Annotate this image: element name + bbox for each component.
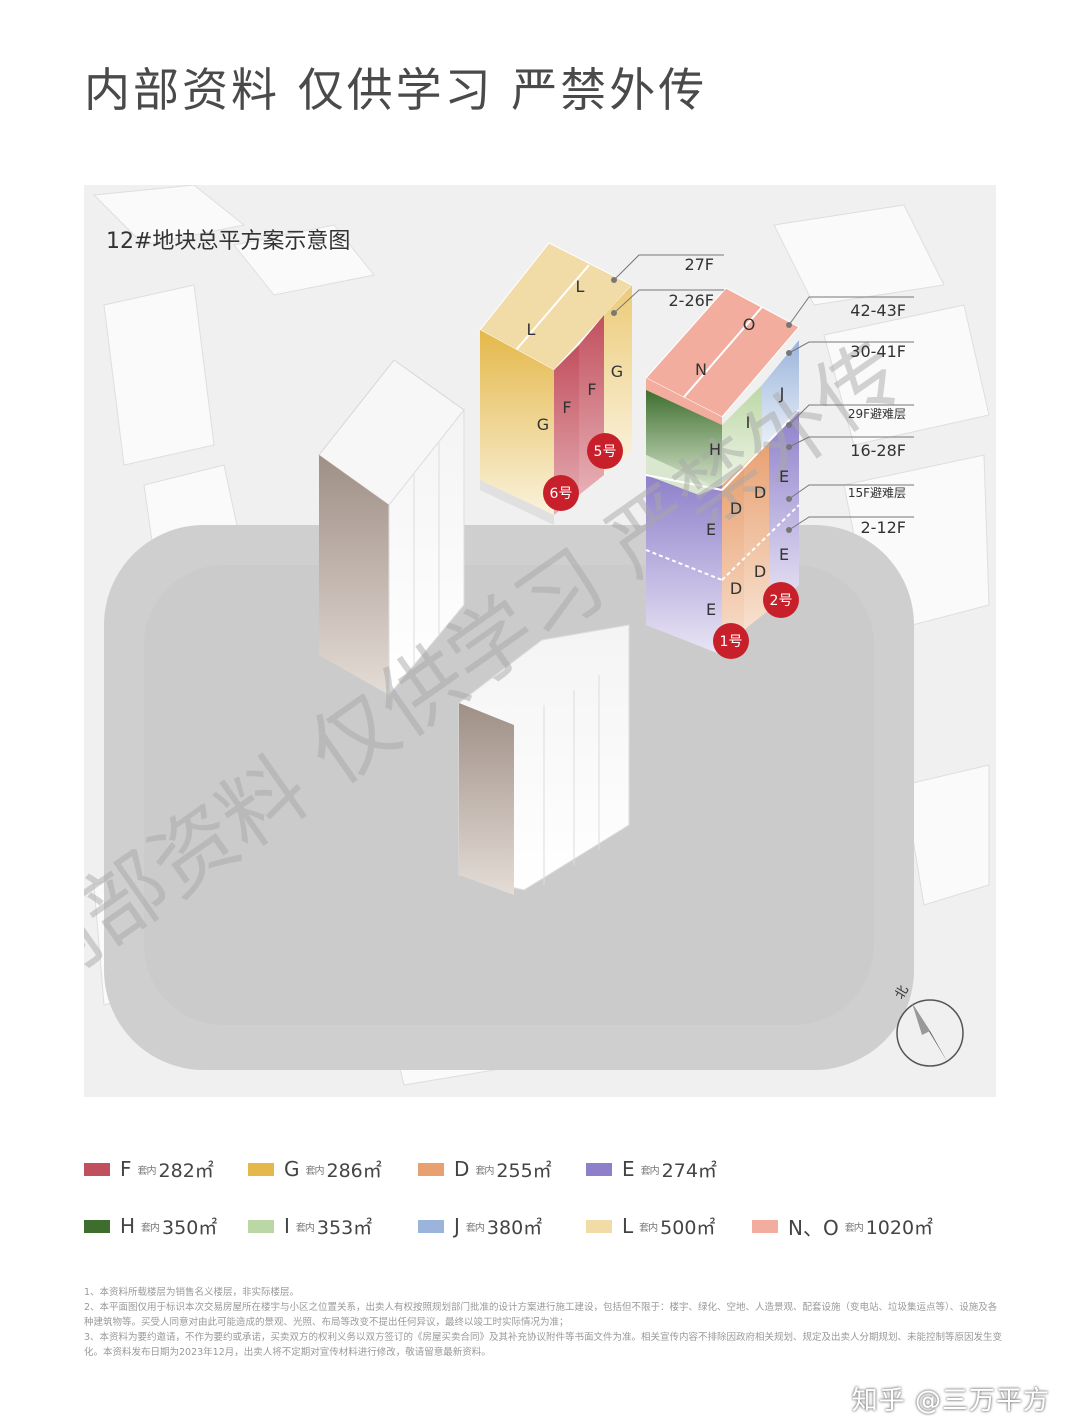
svg-text:5号: 5号 bbox=[594, 444, 617, 460]
floor-label-27F: 27F bbox=[684, 255, 714, 274]
disclaimer-note-1: 1、本资料所载楼层为销售名义楼层，非实际楼层。 bbox=[84, 1287, 300, 1298]
unit-D-upper-left: D bbox=[730, 499, 742, 518]
unit-I: I bbox=[746, 413, 751, 432]
area-icon: 套内 bbox=[640, 1165, 660, 1177]
legend-letter: G bbox=[284, 1157, 300, 1181]
unit-G-left: G bbox=[537, 415, 549, 434]
unit-J: J bbox=[779, 384, 785, 403]
unit-N: N bbox=[695, 360, 707, 379]
unit-E-lower-left: E bbox=[706, 600, 716, 619]
unit-O: O bbox=[743, 315, 756, 334]
legend-item-E: E 套内 274㎡ bbox=[586, 1155, 717, 1183]
unit-H: H bbox=[709, 440, 721, 459]
area-icon: 套内 bbox=[141, 1222, 160, 1234]
floor-label-42-43F: 42-43F bbox=[850, 301, 906, 320]
building-badges: 6号 5号 2号 1号 bbox=[543, 433, 799, 659]
area-icon: 套内 bbox=[137, 1165, 157, 1177]
floor-label-2-12F: 2-12F bbox=[860, 518, 906, 537]
unit-D-lower-left: D bbox=[730, 579, 742, 598]
legend-swatch bbox=[586, 1219, 612, 1233]
legend-swatch bbox=[248, 1162, 274, 1176]
legend-item-L: L 套内 500㎡ bbox=[586, 1212, 715, 1240]
svg-text:1号: 1号 bbox=[720, 634, 743, 650]
legend-letter: I bbox=[284, 1214, 290, 1238]
legend-letter: D bbox=[454, 1157, 470, 1181]
legend-item-I: I 套内 353㎡ bbox=[248, 1212, 372, 1240]
area-icon: 套内 bbox=[295, 1222, 315, 1234]
disclaimer-note-3: 3、本资料为要约邀请，不作为要约或承诺，买卖双方的权利义务以双方签订的《房屋买卖… bbox=[84, 1332, 1003, 1358]
north-compass: 北 bbox=[892, 983, 964, 1067]
legend-area: 1020㎡ bbox=[865, 1216, 934, 1239]
legend-area: 350㎡ bbox=[162, 1216, 218, 1239]
unit-L-right: L bbox=[576, 277, 585, 296]
legend-area: 380㎡ bbox=[486, 1216, 543, 1239]
legend-area: 255㎡ bbox=[496, 1159, 552, 1182]
floor-label-2-26F: 2-26F bbox=[668, 291, 714, 310]
unit-E-upper-left: E bbox=[706, 520, 716, 539]
area-icon: 套内 bbox=[465, 1222, 485, 1234]
building-5-6 bbox=[479, 242, 633, 525]
legend-area: 286㎡ bbox=[326, 1159, 382, 1182]
legend-letter: F bbox=[120, 1157, 132, 1181]
unit-E-lower-right: E bbox=[779, 545, 789, 564]
disclaimer-note-2: 2、本平面图仅用于标识本次交易房屋所在楼宇与小区之位置关系，出卖人有权按照规划部… bbox=[84, 1302, 998, 1328]
disclaimer-notes: 1、本资料所载楼层为销售名义楼层，非实际楼层。 2、本平面图仅用于标识本次交易房… bbox=[84, 1285, 1004, 1360]
legend-item-J: J 套内 380㎡ bbox=[418, 1212, 542, 1240]
legend-area: 353㎡ bbox=[316, 1216, 373, 1239]
badge-building-6: 6号 bbox=[543, 475, 579, 511]
building-left-white bbox=[318, 359, 465, 697]
legend-item-F: F 套内 282㎡ bbox=[84, 1155, 214, 1183]
area-icon: 套内 bbox=[844, 1222, 864, 1234]
legend-swatch bbox=[248, 1219, 274, 1233]
unit-G-right: G bbox=[611, 362, 623, 381]
site-plan-diagram: 内部资料 仅供学习 严禁外传 L L G F F G O N J I H E D… bbox=[84, 185, 996, 1097]
legend-letter: N、O bbox=[788, 1215, 839, 1240]
legend-swatch bbox=[84, 1162, 110, 1176]
unit-D-lower-right: D bbox=[754, 562, 766, 581]
floor-label-15F-refuge: 15F避难层 bbox=[848, 486, 906, 500]
unit-area-legend: F 套内 282㎡ G 套内 286㎡ D 套内 255㎡ E 套内 274㎡ … bbox=[84, 1150, 996, 1260]
legend-letter: E bbox=[622, 1157, 635, 1181]
legend-swatch bbox=[752, 1219, 778, 1233]
floor-labels: 27F 2-26F 42-43F 30-41F 29F避难层 16-28F 15… bbox=[668, 255, 906, 537]
legend-item-NO: N、O 套内 1020㎡ bbox=[752, 1212, 933, 1240]
legend-letter: L bbox=[622, 1214, 634, 1238]
diagram-title: 12#地块总平方案示意图 bbox=[106, 229, 350, 254]
unit-F-right: F bbox=[587, 380, 596, 399]
legend-area: 274㎡ bbox=[661, 1159, 717, 1182]
legend-area: 500㎡ bbox=[660, 1216, 716, 1239]
floor-label-30-41F: 30-41F bbox=[850, 342, 906, 361]
legend-item-D: D 套内 255㎡ bbox=[418, 1155, 552, 1183]
legend-swatch bbox=[84, 1219, 110, 1233]
legend-area: 282㎡ bbox=[158, 1159, 214, 1182]
unit-letters: L L G F F G O N J I H E D D E E D D E bbox=[527, 277, 790, 619]
north-label: 北 bbox=[892, 983, 911, 1002]
building-1-2 bbox=[645, 287, 800, 655]
floor-label-29F-refuge: 29F避难层 bbox=[848, 407, 906, 421]
unit-F-left: F bbox=[562, 398, 571, 417]
badge-building-1: 1号 bbox=[713, 623, 749, 659]
area-icon: 套内 bbox=[305, 1165, 325, 1177]
legend-letter: J bbox=[454, 1214, 460, 1238]
legend-swatch bbox=[586, 1162, 612, 1176]
legend-letter: H bbox=[120, 1214, 136, 1238]
unit-D-upper-right: D bbox=[754, 483, 766, 502]
badge-building-2: 2号 bbox=[763, 582, 799, 618]
unit-E-upper-right: E bbox=[779, 467, 789, 486]
legend-swatch bbox=[418, 1162, 444, 1176]
legend-swatch bbox=[418, 1219, 444, 1233]
area-icon: 套内 bbox=[639, 1222, 658, 1234]
badge-building-5: 5号 bbox=[587, 433, 623, 469]
building-bottom-white bbox=[458, 624, 630, 895]
legend-item-H: H 套内 350㎡ bbox=[84, 1212, 217, 1240]
svg-text:2号: 2号 bbox=[770, 593, 793, 609]
legend-item-G: G 套内 286㎡ bbox=[248, 1155, 382, 1183]
footer-brand-watermark: 知乎 @三万平方 bbox=[851, 1386, 1050, 1416]
svg-text:6号: 6号 bbox=[550, 486, 573, 502]
floor-label-16-28F: 16-28F bbox=[850, 441, 906, 460]
unit-L-left: L bbox=[527, 320, 536, 339]
area-icon: 套内 bbox=[475, 1165, 494, 1177]
leader-lines bbox=[611, 254, 914, 533]
header-title: 内部资料 仅供学习 严禁外传 bbox=[84, 63, 708, 117]
